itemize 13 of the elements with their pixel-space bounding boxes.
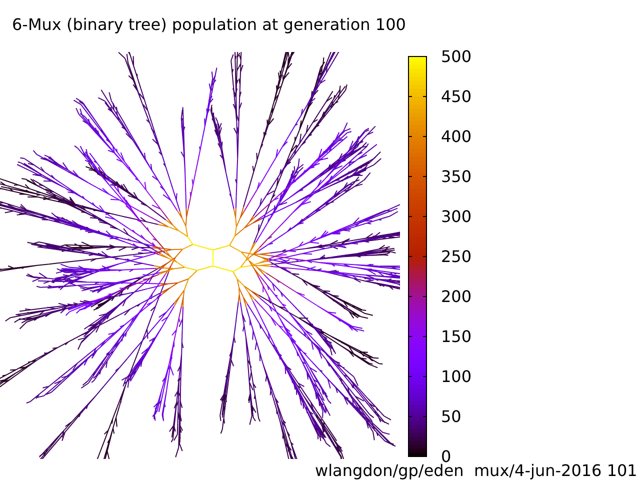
tick-label: 250 (441, 249, 472, 265)
credit-note: wlangdon/gp/eden mux/4-jun-2016 101 (315, 463, 638, 479)
tick-label: 400 (441, 129, 472, 145)
tick-label: 500 (441, 49, 472, 65)
tick-label: 150 (441, 329, 472, 345)
tick-label: 50 (441, 409, 462, 425)
chart-title: 6-Mux (binary tree) population at generation 100 (12, 17, 406, 33)
tick-label: 200 (441, 289, 472, 305)
tick-label: 350 (441, 169, 472, 185)
tick-label: 450 (441, 89, 472, 105)
tick-label: 0 (441, 449, 452, 465)
tick-label: 100 (441, 369, 472, 385)
tick-label: 300 (441, 209, 472, 225)
